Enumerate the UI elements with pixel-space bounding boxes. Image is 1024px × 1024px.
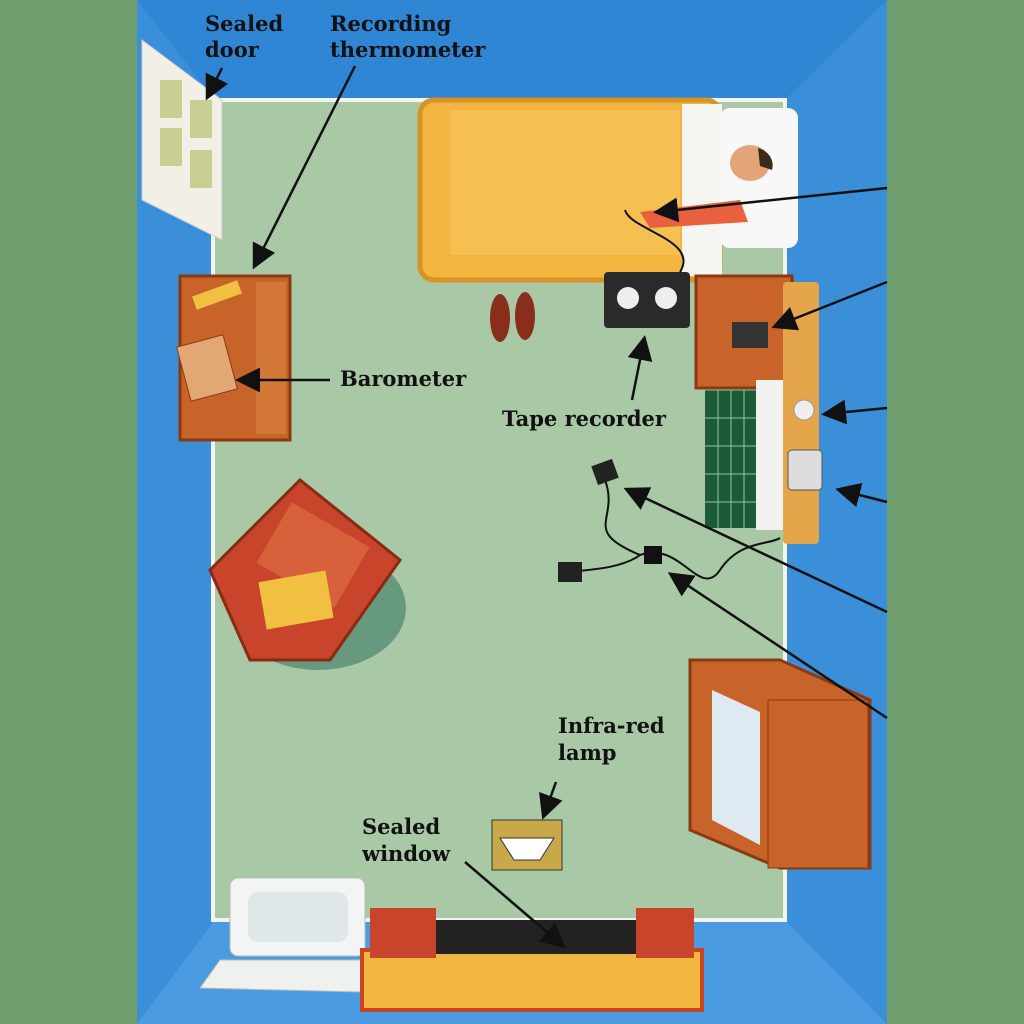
bathtub-edge <box>756 380 786 530</box>
sealed-door <box>141 39 223 241</box>
wall-top <box>137 0 887 100</box>
tape-recorder <box>604 209 690 328</box>
nightstand <box>694 274 794 390</box>
bed <box>417 97 798 283</box>
label-sealed-window-1: Sealed <box>362 814 440 839</box>
mirror <box>712 690 760 845</box>
label-sealed-door-2: door <box>205 37 260 62</box>
label-infra-red-lamp-2: lamp <box>558 740 617 765</box>
label-infra-red-lamp-1: Infra-red <box>558 713 665 738</box>
wardrobe <box>688 658 872 870</box>
label-recording-thermometer-1: Recording <box>330 11 452 36</box>
slippers <box>490 292 535 342</box>
armchair <box>208 477 406 670</box>
label-sealed-door-1: Sealed <box>205 11 283 36</box>
dresser <box>175 274 292 442</box>
barometer-device <box>175 334 239 402</box>
label-sealed-window-2: window <box>361 841 451 866</box>
sensors <box>558 458 781 582</box>
camera-2 <box>787 449 823 491</box>
label-recording-thermometer-2: thermometer <box>330 37 486 62</box>
label-tape-recorder: Tape recorder <box>502 406 667 431</box>
camera <box>732 322 768 348</box>
sealed-window <box>360 908 704 1012</box>
thermometer <box>192 280 242 310</box>
annotation-arrows <box>205 65 888 949</box>
sink <box>199 877 366 993</box>
label-barometer: Barometer <box>340 366 467 391</box>
infra-red-lamp <box>491 819 563 871</box>
